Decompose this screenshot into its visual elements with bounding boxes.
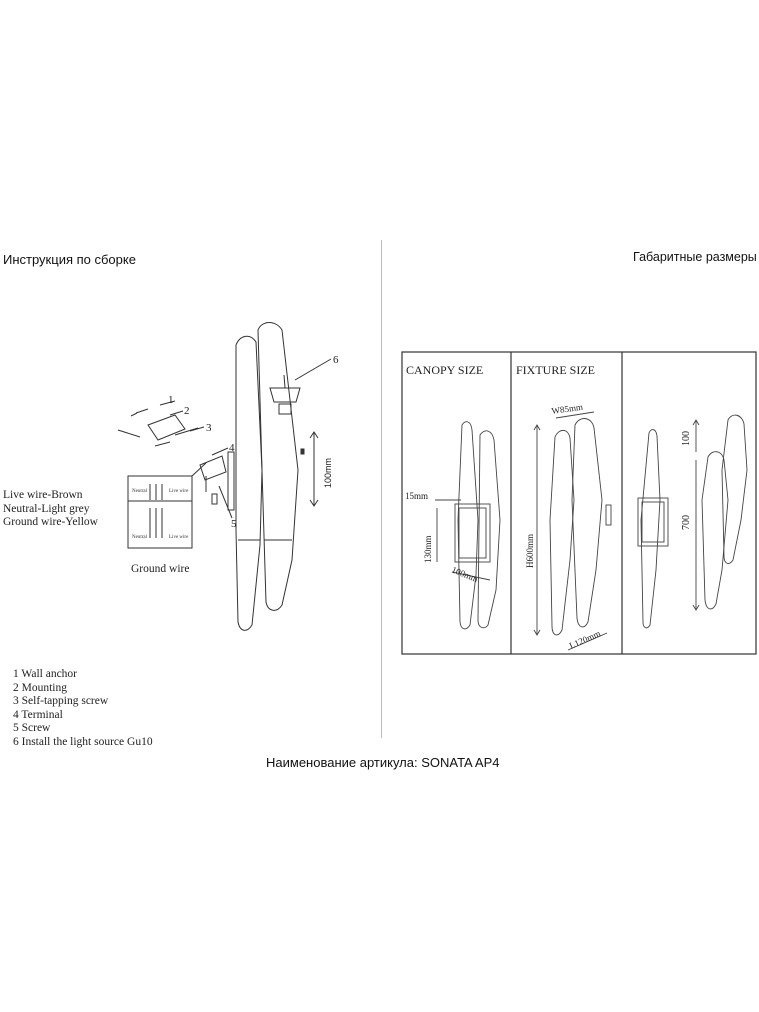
side-dim-700: 700 [681, 515, 692, 530]
neutral-label: Neutral [132, 489, 148, 494]
side-dim-100: 100 [681, 431, 692, 446]
canopy-size-title: CANOPY SIZE [406, 363, 483, 377]
canopy-dim-15: 15mm [405, 491, 428, 501]
legend-item: 6 Install the light source Gu10 [13, 735, 153, 748]
callout-2: 2 [184, 405, 190, 417]
fixture-dim-w85: W85mm [551, 402, 584, 416]
fixture-silhouette [477, 430, 501, 629]
terminal-part [199, 455, 227, 481]
canopy-plate [637, 497, 669, 547]
screw-part [154, 441, 171, 447]
light-source [269, 387, 301, 403]
canopy-dim-100: 100mm [450, 565, 479, 585]
live-label: Live wire [169, 489, 189, 494]
screw-part [211, 493, 218, 505]
ground-wire-caption: Ground wire [131, 563, 190, 575]
screw-part [117, 429, 141, 438]
callout-4: 4 [229, 442, 235, 454]
live-label: Live wire [169, 535, 189, 540]
wall-anchor-part [130, 412, 138, 417]
ground-wire-text: Ground wire-Yellow [3, 516, 98, 528]
live-wire-text: Live wire-Brown [3, 489, 83, 501]
mounting-bracket [147, 414, 186, 441]
fixture-silhouette [721, 414, 748, 564]
callout-1: 1 [168, 394, 174, 406]
fixture-size-title: FIXTURE SIZE [516, 363, 595, 377]
wiring-legend: Live wire-Brown Neutral-Light grey Groun… [3, 489, 98, 530]
fixture-silhouette [571, 418, 603, 628]
fixture-tube [235, 335, 263, 631]
parts-legend: 1 Wall anchor 2 Mounting 3 Self-tapping … [13, 668, 153, 750]
dimensions-heading: Габаритные размеры [633, 250, 757, 264]
wiring-box [127, 475, 193, 549]
neutral-wire-text: Neutral-Light grey [3, 502, 90, 515]
fixture-silhouette [701, 451, 729, 610]
canopy-dim-130: 130mm [423, 535, 433, 563]
fixture-silhouette [457, 421, 479, 630]
neutral-label: Neutral [132, 535, 148, 540]
measure-100mm: 100mm [323, 458, 333, 488]
article-name: Наименование артикула: SONATA AP4 [266, 755, 500, 770]
wall-anchor-part [135, 408, 149, 414]
callout-3: 3 [206, 422, 212, 434]
light-source [278, 403, 292, 415]
fixture-tube [257, 322, 299, 611]
dimensions-frame [401, 351, 757, 655]
fixture-silhouette [549, 429, 575, 636]
fixture-dim-h600: H600mm [525, 534, 535, 568]
fixture-silhouette [640, 429, 661, 629]
assembly-heading: Инструкция по сборке [3, 252, 136, 267]
callout-6: 6 [333, 354, 339, 366]
legend-item: 4 Terminal [13, 708, 63, 721]
screw-part [174, 427, 199, 436]
legend-item: 2 Mounting [13, 681, 67, 694]
canopy-plate [227, 451, 235, 511]
column-divider [381, 240, 382, 738]
callout-5: 5 [231, 518, 237, 530]
legend-item: 3 Self-tapping screw [13, 695, 109, 708]
legend-item: 5 Screw [13, 722, 51, 735]
canopy-plate [454, 503, 491, 563]
legend-item: 1 Wall anchor [13, 668, 78, 680]
fixture-dim-l120: L120mm [568, 628, 602, 651]
